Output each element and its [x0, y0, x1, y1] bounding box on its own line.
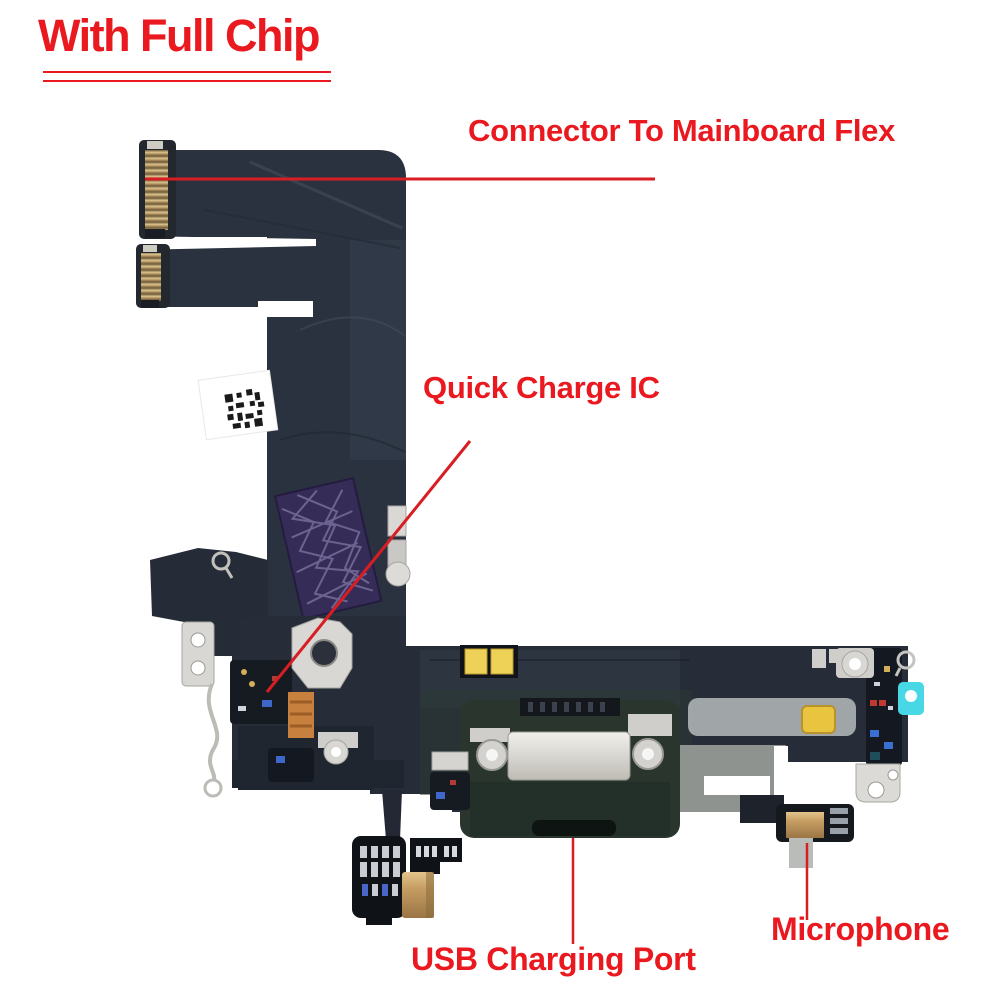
- label-usb-charging-port: USB Charging Port: [411, 941, 696, 977]
- mainboard-connector-2: [136, 244, 170, 308]
- microphone-component: [740, 795, 854, 868]
- callout-line-quick-charge: [265, 440, 472, 693]
- label-mainboard-connector: Connector To Mainboard Flex: [468, 113, 896, 148]
- quick-charge-ic-area: [230, 617, 353, 738]
- right-end-components: [836, 648, 924, 803]
- mainboard-connector-1: [139, 140, 176, 239]
- metal-bracket-column: [385, 505, 411, 587]
- bottom-connectors: [352, 790, 462, 925]
- title-underline: [43, 71, 331, 82]
- label-quick-charge-ic: Quick Charge IC: [423, 370, 660, 405]
- page-title: With Full Chip: [38, 10, 321, 61]
- qr-sticker: [197, 369, 279, 441]
- label-microphone: Microphone: [771, 911, 950, 947]
- usb-charging-port: [430, 698, 680, 838]
